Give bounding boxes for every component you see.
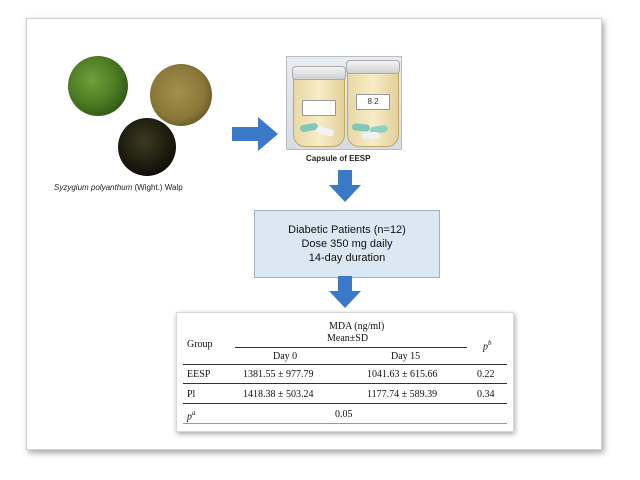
leaf-powder-bowl bbox=[150, 64, 212, 126]
table-header-day15: Day 15 bbox=[391, 351, 421, 362]
extract-bowl bbox=[118, 118, 176, 176]
jar-label bbox=[302, 100, 336, 116]
treatment-dose: Dose 350 mg daily bbox=[301, 238, 393, 250]
table-cell-day15: 1177.74 ± 589.39 bbox=[367, 389, 438, 400]
table-header-day0: Day 0 bbox=[273, 351, 298, 362]
table-cell-day0: 1381.55 ± 977.79 bbox=[243, 369, 314, 380]
table-footer-label: pa bbox=[187, 409, 196, 423]
table-row-group: EESP bbox=[187, 369, 211, 380]
results-table: MDA (ng/ml) Group Mean±SD pb Day 0 Day 1… bbox=[176, 312, 514, 432]
treatment-duration: 14-day duration bbox=[308, 252, 386, 264]
plant-caption: Syzygium polyanthum (Wight.) Walp bbox=[54, 183, 254, 192]
dried-leaves-bowl bbox=[68, 56, 128, 116]
treatment-patients: Diabetic Patients (n=12) bbox=[288, 224, 406, 236]
plant-species-name: Syzygium polyanthum bbox=[54, 183, 133, 192]
table-header-measure: MDA (ng/ml) bbox=[329, 321, 385, 332]
table-cell-p: 0.34 bbox=[477, 389, 495, 400]
arrow-down-icon bbox=[329, 170, 361, 202]
table-header-p: pb bbox=[483, 339, 492, 353]
table-footer-value: 0.05 bbox=[335, 409, 353, 420]
capsule-jar: 8 2 bbox=[346, 60, 400, 147]
capsule-jar bbox=[292, 66, 346, 147]
table-cell-day0: 1418.38 ± 503.24 bbox=[243, 389, 314, 400]
jar-label: 8 2 bbox=[356, 94, 390, 110]
arrow-right-icon bbox=[232, 117, 278, 151]
arrow-down-icon bbox=[329, 276, 361, 308]
table-header-group: Group bbox=[187, 339, 213, 350]
table-cell-p: 0.22 bbox=[477, 369, 495, 380]
table-row-group: Pl bbox=[187, 389, 196, 400]
capsule-caption: Capsule of EESP bbox=[306, 154, 371, 163]
treatment-box: Diabetic Patients (n=12) Dose 350 mg dai… bbox=[254, 210, 440, 278]
table-header-stat: Mean±SD bbox=[327, 333, 369, 344]
plant-author: (Wight.) Walp bbox=[134, 183, 183, 192]
capsule-photo: 8 2 bbox=[286, 56, 402, 150]
table-cell-day15: 1041.63 ± 615.66 bbox=[367, 369, 438, 380]
